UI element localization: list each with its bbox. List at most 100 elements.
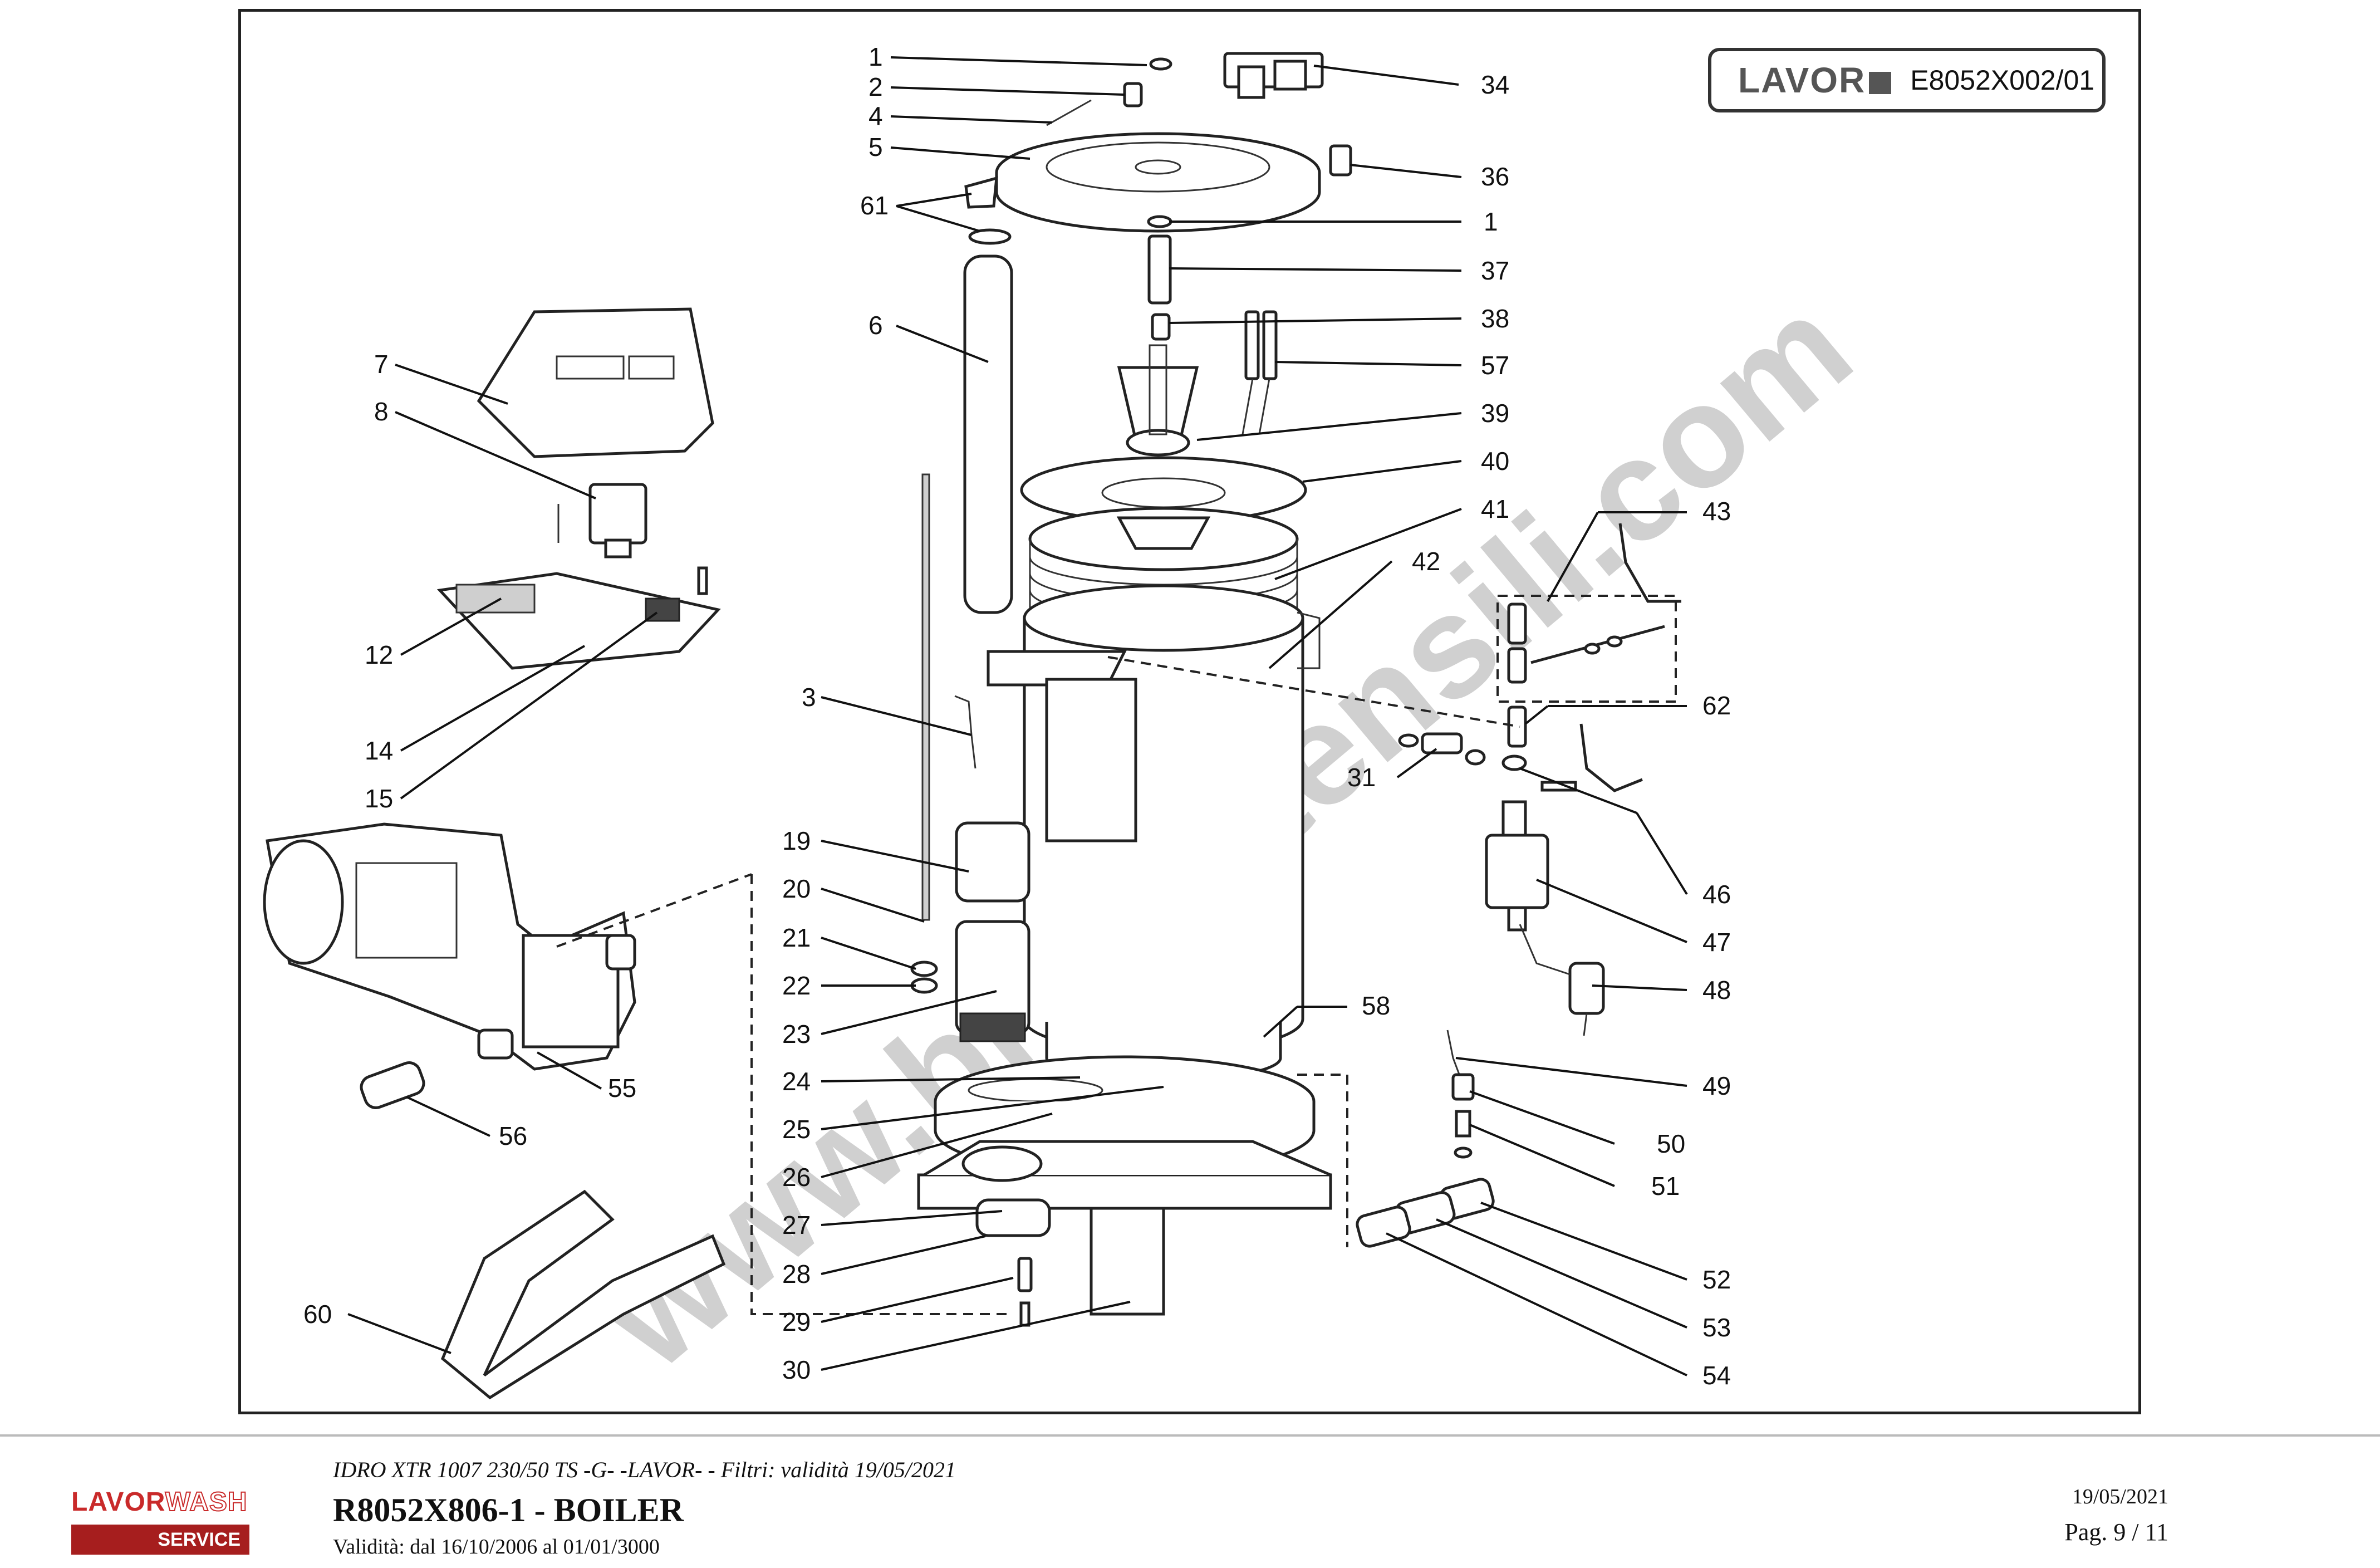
label-36: 36 — [1481, 162, 1509, 191]
clip-61 — [964, 176, 998, 209]
label-19: 19 — [782, 826, 811, 855]
leader-6 — [896, 325, 989, 363]
label-48: 48 — [1702, 976, 1731, 1004]
label-50: 50 — [1657, 1129, 1685, 1158]
leader-14 — [400, 645, 585, 752]
screw-15 — [697, 566, 708, 595]
label-39: 39 — [1481, 399, 1509, 428]
leader-57 — [1274, 361, 1462, 366]
leader-8 — [395, 411, 596, 499]
label-61: 61 — [860, 191, 889, 220]
boiler-shell-42 — [987, 584, 1321, 1054]
valve-parts-43 — [1507, 602, 1665, 684]
leader-40 — [1302, 460, 1462, 483]
label-30: 30 — [782, 1355, 811, 1384]
switch-8 — [557, 483, 647, 558]
fittings-52-54 — [1356, 1178, 1495, 1248]
label-4: 4 — [868, 101, 883, 130]
footer-logo: LAVORWASH SERVICE — [71, 1487, 249, 1559]
dashed-connection-boiler — [1107, 656, 1520, 728]
leader-37 — [1169, 267, 1462, 272]
label-60: 60 — [303, 1300, 332, 1329]
leader-61 — [896, 193, 980, 232]
label-28: 28 — [782, 1260, 811, 1288]
label-42: 42 — [1412, 547, 1440, 576]
board-12-14 — [436, 572, 721, 670]
ring-61 — [968, 228, 1012, 245]
label-20: 20 — [782, 874, 811, 903]
label-8: 8 — [374, 397, 389, 426]
label-7: 7 — [374, 350, 389, 379]
label-53: 53 — [1702, 1313, 1731, 1342]
washer-1 — [1149, 57, 1172, 71]
label-23: 23 — [782, 1020, 811, 1048]
leader-41 — [1274, 508, 1462, 580]
fitting-29 — [1017, 1257, 1033, 1327]
leader-52 — [1480, 1202, 1687, 1281]
burner-head-39 — [1117, 344, 1199, 457]
leader-48 — [1592, 984, 1687, 991]
brand-box: LAVOR E8052X002/01 — [1708, 48, 2106, 112]
washer-46 — [1501, 754, 1527, 771]
nozzle-36 — [1329, 144, 1352, 177]
fitting-62 — [1507, 705, 1527, 748]
label-1: 1 — [868, 42, 883, 71]
leader-26 — [821, 1113, 1053, 1178]
leader-1 — [890, 56, 1147, 66]
footer-date: 19/05/2021 — [2072, 1485, 2168, 1508]
solenoid-valve-47 — [1485, 800, 1549, 932]
leader-4 — [890, 115, 1053, 124]
leader-56 — [406, 1096, 490, 1137]
leader-21 — [821, 937, 916, 970]
label-22: 22 — [782, 971, 811, 1000]
leader-7 — [395, 364, 508, 405]
label-2: 2 — [868, 72, 883, 101]
flue-tube-6 — [963, 254, 1013, 614]
leader-3 — [821, 696, 972, 736]
leader-49 — [1455, 1057, 1687, 1087]
hose-46 — [1579, 723, 1643, 792]
boiler-top-cover — [995, 132, 1321, 233]
footer-divider — [0, 1434, 2380, 1437]
label-49: 49 — [1702, 1071, 1731, 1100]
label-12: 12 — [365, 640, 393, 669]
cover-7 — [477, 307, 714, 458]
footer-logo-wordmark: LAVORWASH — [71, 1487, 248, 1517]
fitting-27 — [975, 1198, 1051, 1237]
dashed-connection-left — [750, 874, 1013, 1315]
label-21: 21 — [782, 923, 811, 952]
sensor-49-50-51 — [1446, 1030, 1475, 1159]
leader-30 — [821, 1301, 1131, 1371]
filter-48 — [1519, 924, 1605, 1036]
footer-page-number: Pag. 9 / 11 — [2064, 1518, 2168, 1546]
leader-38 — [1169, 317, 1462, 324]
label-55: 55 — [608, 1074, 636, 1102]
leader-60 — [347, 1313, 452, 1354]
pump-23 — [955, 920, 1030, 1042]
brand-logo: LAVOR — [1738, 60, 1892, 101]
footer-logo-service-bar: SERVICE — [71, 1525, 249, 1555]
leader-34 — [1313, 65, 1459, 86]
leader-36 — [1350, 164, 1462, 178]
leader-53 — [1436, 1218, 1687, 1329]
label-46: 46 — [1702, 880, 1731, 909]
motor-pump-55 — [263, 822, 636, 1071]
nozzle-38 — [1151, 313, 1171, 341]
leader-19 — [821, 840, 969, 873]
drawing-frame — [238, 9, 2141, 1414]
label-40: 40 — [1481, 447, 1509, 476]
label-58: 58 — [1362, 991, 1390, 1020]
document-code: E8052X002/01 — [1910, 65, 2095, 96]
label-3: 3 — [802, 683, 816, 712]
leader-29 — [821, 1277, 1014, 1323]
label-34: 34 — [1481, 70, 1509, 99]
leader-28 — [821, 1235, 986, 1275]
rod-20 — [921, 473, 930, 921]
leader-54 — [1386, 1232, 1687, 1376]
leader-46 — [1519, 767, 1688, 895]
leader-62 — [1524, 705, 1687, 725]
leader-2 — [890, 86, 1125, 96]
dashed-group-43 — [1496, 595, 1677, 703]
